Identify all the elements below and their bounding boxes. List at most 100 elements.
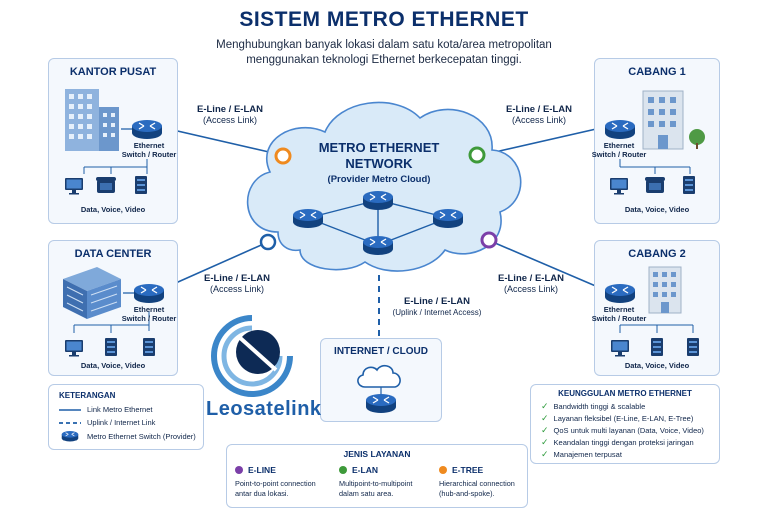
service-name: E-LAN (352, 465, 378, 475)
site-data-center: DATA CENTER Ethernet Switch / Router Dat… (48, 240, 178, 376)
internet-title: INTERNET / CLOUD (334, 346, 428, 357)
cloud-title: METRO ETHERNET NETWORK (300, 140, 458, 172)
advantage-item: ✓ Bandwidth tinggi & scalable (541, 401, 645, 412)
orange-dot-icon (439, 466, 447, 474)
metro-switch-west (292, 208, 324, 229)
building-icon (604, 90, 705, 195)
building-icon (604, 266, 699, 357)
advantage-label: Keandalan tinggi dengan proteksi jaringa… (553, 438, 694, 447)
router-label-line-2: Switch / Router (121, 150, 177, 159)
router-label-line-1: Ethernet (603, 305, 635, 314)
link-name: E-Line / E-LAN (506, 104, 572, 115)
cloud-subtitle: (Provider Metro Cloud) (327, 174, 431, 185)
page-subtitle: Menghubungkan banyak lokasi dalam satu k… (0, 38, 768, 68)
advantage-label: Layanan fleksibel (E-Line, E-LAN, E-Tree… (553, 414, 694, 423)
site-title: KANTOR PUSAT (69, 66, 157, 78)
port-ring-purple (480, 231, 498, 249)
devices-caption: Data, Voice, Video (80, 361, 146, 370)
building-icon (65, 89, 163, 195)
link-kantor-pusat (159, 126, 283, 156)
port-ring-orange (274, 147, 292, 165)
site-title: DATA CENTER (74, 248, 152, 260)
devices-caption: Data, Voice, Video (624, 205, 690, 214)
metro-switch-east (432, 208, 464, 229)
link-label-mid-right: E-Line / E-LAN (Access Link) (486, 273, 576, 295)
service-desc-line-1: Multipoint-to-multipoint (339, 479, 413, 488)
check-icon: ✓ (541, 449, 549, 459)
router-label: Ethernet Switch / Router (119, 305, 179, 323)
link-name: E-Line / E-LAN (404, 296, 470, 307)
site-cabang-1: CABANG 1 Ethernet Switch / Router Data, … (592, 58, 720, 224)
solid-line-icon (59, 408, 81, 411)
legend-label: Link Metro Ethernet (87, 405, 153, 414)
switch-icon (61, 430, 79, 442)
router-label-line-2: Switch / Router (591, 314, 647, 323)
legend-title: KETERANGAN (59, 391, 116, 400)
link-sub: (Access Link) (511, 115, 566, 125)
router-label-line-1: Ethernet (133, 305, 165, 314)
check-icon: ✓ (541, 425, 549, 435)
site-cabang-2: CABANG 2 Ethernet Switch / Router Data, … (592, 240, 720, 376)
metro-switch-south (362, 235, 394, 256)
router-label-line-2: Switch / Router (591, 150, 647, 159)
purple-dot-icon (235, 466, 243, 474)
advantage-label: Bandwidth tinggi & scalable (553, 402, 646, 411)
link-sub: (Access Link) (503, 284, 558, 294)
data-center-building-icon (63, 267, 165, 357)
services-title: JENIS LAYANAN (343, 449, 411, 459)
metro-cloud-shape (246, 101, 522, 272)
service-name: E-LINE (248, 465, 276, 475)
check-icon: ✓ (541, 413, 549, 423)
legend-label: Uplink / Internet Link (87, 418, 156, 427)
router-label: Ethernet Switch / Router (119, 141, 179, 159)
legend-item-switch: Metro Ethernet Switch (Provider) (59, 430, 196, 442)
site-title: CABANG 2 (628, 248, 686, 260)
link-data-center (159, 241, 269, 291)
page-title: SISTEM METRO ETHERNET (239, 8, 529, 31)
legend-item-uplink: Uplink / Internet Link (59, 418, 155, 427)
port-ring-blue (259, 233, 277, 251)
link-cabang-1 (481, 126, 606, 156)
service-desc-line-1: Hierarchical connection (439, 479, 515, 488)
advantage-label: Manajemen terpusat (553, 450, 622, 459)
subtitle-line-1: Menghubungkan banyak lokasi dalam satu k… (216, 39, 552, 51)
cloud-title-line-2: NETWORK (345, 156, 413, 171)
router-label: Ethernet Switch / Router (589, 141, 649, 159)
dashed-line-icon (59, 421, 81, 424)
link-name: E-Line / E-LAN (498, 273, 564, 284)
service-desc-line-2: antar dua lokasi. (235, 488, 289, 498)
link-name: E-Line / E-LAN (204, 273, 270, 284)
metro-switch-north (362, 190, 394, 211)
subtitle-line-2: menggunakan teknologi Ethernet berkecepa… (246, 54, 522, 66)
advantage-item: ✓ Layanan fleksibel (E-Line, E-LAN, E-Tre… (541, 413, 693, 424)
legend-panel: KETERANGAN Link Metro Ethernet Uplink / … (48, 384, 204, 450)
check-icon: ✓ (541, 401, 549, 411)
advantage-item: ✓ Keandalan tinggi dengan proteksi jaring… (541, 437, 694, 448)
link-label-mid-left: E-Line / E-LAN (Access Link) (192, 273, 282, 295)
link-sub: (Uplink / Internet Access) (392, 308, 482, 317)
service-e-tree: E-TREE Hierarchical connection(hub-and-s… (439, 465, 539, 498)
link-sub: (Access Link) (209, 284, 264, 294)
internet-cloud-icon (357, 364, 401, 414)
brand-name: Leosatelink (206, 398, 322, 420)
legend-label: Metro Ethernet Switch (Provider) (87, 431, 196, 441)
link-sub: (Access Link) (202, 115, 257, 125)
router-label-line-1: Ethernet (133, 141, 165, 150)
site-kantor-pusat: KANTOR PUSAT Ethernet Switch / Router Da… (48, 58, 178, 224)
link-cabang-2 (487, 239, 606, 291)
check-icon: ✓ (541, 437, 549, 447)
devices-caption: Data, Voice, Video (624, 361, 690, 370)
services-panel: JENIS LAYANAN E-LINE Point-to-point conn… (226, 444, 528, 508)
advantage-item: ✓ Manajemen terpusat (541, 449, 622, 460)
link-label-uplink: E-Line / E-LAN (Uplink / Internet Access… (382, 296, 492, 318)
port-ring-green (468, 146, 486, 164)
service-desc-line-2: dalam satu area. (339, 488, 394, 498)
router-label: Ethernet Switch / Router (589, 305, 649, 323)
legend-item-link: Link Metro Ethernet (59, 405, 152, 414)
link-name: E-Line / E-LAN (197, 104, 263, 115)
internet-cloud-box: INTERNET / CLOUD (320, 338, 442, 422)
link-label-top-right: E-Line / E-LAN (Access Link) (494, 104, 584, 126)
